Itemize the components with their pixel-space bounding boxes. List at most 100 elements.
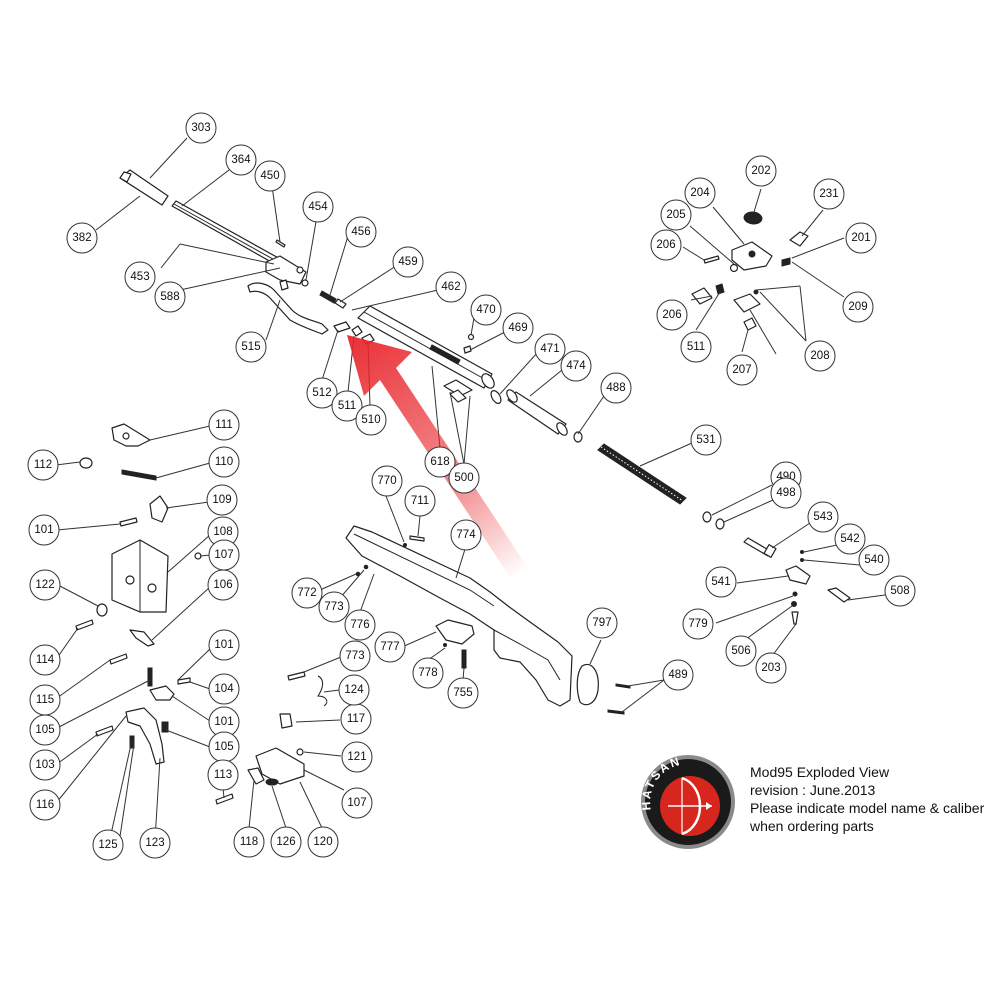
part-120 bbox=[255, 747, 305, 785]
callout-label: 123 bbox=[145, 837, 164, 849]
callout-circle bbox=[858, 544, 890, 576]
callout-circle bbox=[235, 331, 267, 363]
callout-label: 459 bbox=[398, 256, 417, 268]
part-450 bbox=[275, 239, 286, 248]
callout-circle bbox=[302, 191, 334, 223]
callout-circle bbox=[470, 294, 502, 326]
callout-circle bbox=[755, 652, 787, 684]
callout-774: 774 bbox=[450, 519, 482, 551]
part-101a bbox=[119, 517, 138, 527]
callout-label: 510 bbox=[361, 414, 380, 426]
callout-776: 776 bbox=[344, 609, 376, 641]
callout-124: 124 bbox=[338, 674, 370, 706]
callout-label: 121 bbox=[347, 751, 366, 763]
callout-label: 124 bbox=[344, 684, 364, 696]
part-110 bbox=[121, 469, 157, 481]
callout-circle bbox=[139, 827, 171, 859]
callout-772: 772 bbox=[291, 577, 323, 609]
callout-204: 204 bbox=[684, 177, 716, 209]
callout-459: 459 bbox=[392, 246, 424, 278]
callout-label: 474 bbox=[566, 360, 586, 372]
callout-circle bbox=[338, 674, 370, 706]
callout-118: 118 bbox=[233, 826, 265, 858]
callout-208: 208 bbox=[804, 340, 836, 372]
callout-circle bbox=[233, 826, 265, 858]
callout-110: 110 bbox=[208, 446, 240, 478]
part-542 bbox=[800, 558, 804, 562]
callout-circle bbox=[28, 514, 60, 546]
callout-117: 117 bbox=[340, 703, 372, 735]
callout-488: 488 bbox=[600, 372, 632, 404]
callout-107: 107 bbox=[341, 787, 373, 819]
callout-circle bbox=[705, 566, 737, 598]
callout-470: 470 bbox=[470, 294, 502, 326]
callout-label: 773 bbox=[324, 601, 343, 613]
part-778 bbox=[461, 649, 467, 669]
callout-label: 506 bbox=[731, 645, 750, 657]
callout-540: 540 bbox=[858, 544, 890, 576]
part-206 bbox=[715, 283, 725, 295]
callout-498: 498 bbox=[770, 477, 802, 509]
part-456 bbox=[319, 290, 337, 304]
caption-note-line2: when ordering parts bbox=[750, 818, 874, 834]
callout-circle bbox=[254, 160, 286, 192]
part-201 bbox=[703, 255, 720, 264]
callout-779: 779 bbox=[682, 608, 714, 640]
part-459 bbox=[334, 298, 347, 309]
callout-label: 101 bbox=[214, 639, 233, 651]
callout-circle bbox=[770, 477, 802, 509]
callout-circle bbox=[448, 462, 480, 494]
callout-circle bbox=[656, 299, 688, 331]
callout-circle bbox=[371, 465, 403, 497]
callout-120: 120 bbox=[307, 826, 339, 858]
callout-circle bbox=[29, 789, 61, 821]
callout-201: 201 bbox=[845, 222, 877, 254]
part-115 bbox=[147, 667, 153, 687]
callout-label: 588 bbox=[160, 291, 179, 303]
callout-circle bbox=[435, 271, 467, 303]
callout-label: 231 bbox=[819, 188, 838, 200]
callout-labels: 3033644504544564594624704694714744883824… bbox=[27, 112, 916, 861]
callout-circle bbox=[682, 608, 714, 640]
part-114 bbox=[75, 619, 94, 631]
part-101c bbox=[95, 725, 114, 737]
callout-label: 120 bbox=[313, 836, 332, 848]
part-454 bbox=[301, 279, 309, 287]
callout-circle bbox=[29, 644, 61, 676]
callout-label: 206 bbox=[662, 309, 681, 321]
part-113 bbox=[247, 767, 265, 785]
part-121 bbox=[279, 713, 293, 729]
callout-label: 203 bbox=[761, 662, 780, 674]
callout-126: 126 bbox=[270, 826, 302, 858]
callout-circle bbox=[339, 640, 371, 672]
callout-773: 773 bbox=[339, 640, 371, 672]
callout-circle bbox=[804, 340, 836, 372]
part-755 bbox=[576, 663, 599, 706]
callout-541: 541 bbox=[705, 566, 737, 598]
callout-label: 776 bbox=[350, 619, 369, 631]
callout-label: 126 bbox=[276, 836, 295, 848]
callout-circle bbox=[185, 112, 217, 144]
callout-label: 541 bbox=[711, 576, 730, 588]
part-511 bbox=[351, 325, 363, 337]
callout-111: 111 bbox=[208, 409, 240, 441]
callout-circle bbox=[345, 216, 377, 248]
callout-773: 773 bbox=[318, 591, 350, 623]
callout-circle bbox=[845, 222, 877, 254]
callout-label: 471 bbox=[540, 343, 559, 355]
callout-511: 511 bbox=[331, 390, 363, 422]
callout-label: 107 bbox=[214, 549, 233, 561]
callout-circle bbox=[834, 523, 866, 555]
part-779 bbox=[791, 601, 797, 607]
callout-label: 125 bbox=[98, 839, 117, 851]
callout-711: 711 bbox=[404, 485, 436, 517]
caption-note-line1: Please indicate model name & caliber bbox=[750, 800, 985, 816]
part-103 bbox=[161, 721, 169, 733]
callout-label: 208 bbox=[810, 350, 829, 362]
callout-label: 779 bbox=[688, 618, 707, 630]
callout-113: 113 bbox=[207, 759, 239, 791]
callout-510: 510 bbox=[355, 404, 387, 436]
callout-label: 205 bbox=[666, 209, 685, 221]
part-203 bbox=[743, 211, 763, 225]
callout-462: 462 bbox=[435, 271, 467, 303]
